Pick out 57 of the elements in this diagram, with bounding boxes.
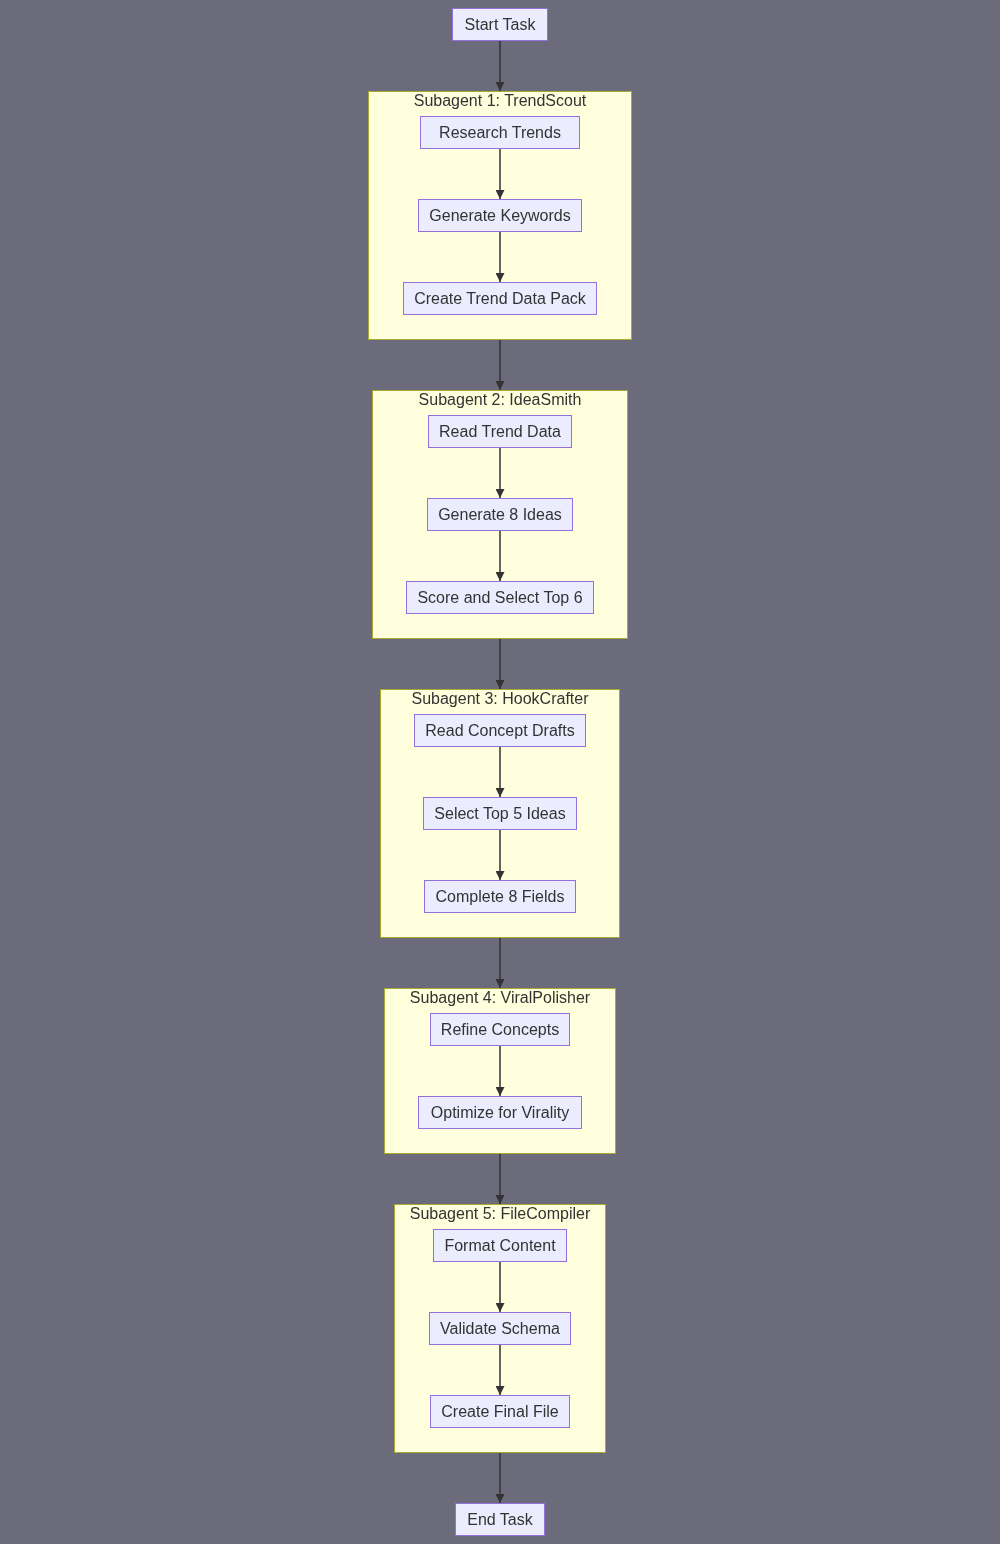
- subgraph-title: Subagent 1: TrendScout: [412, 92, 588, 110]
- arrow: [495, 1045, 505, 1097]
- node-label: Generate 8 Ideas: [438, 505, 562, 524]
- process-box: [430, 1013, 570, 1046]
- arrow: [495, 231, 505, 283]
- subgraph-box: [394, 1204, 606, 1453]
- process-box: [406, 581, 594, 614]
- subgraph-box: [380, 689, 620, 938]
- node-label: Create Trend Data Pack: [414, 289, 586, 308]
- arrow: [495, 530, 505, 582]
- node-label: Read Trend Data: [439, 422, 561, 441]
- arrow: [495, 1261, 505, 1313]
- arrow: [495, 1452, 505, 1504]
- process-box: [414, 714, 586, 747]
- process-box: [420, 116, 580, 149]
- node-label: Optimize for Virality: [430, 1103, 570, 1122]
- process-box: [418, 1096, 582, 1129]
- process-box: [430, 1395, 570, 1428]
- arrow: [495, 1153, 505, 1205]
- arrow: [495, 339, 505, 391]
- subgraph-title: Subagent 4: ViralPolisher: [408, 989, 592, 1007]
- node-label: Validate Schema: [440, 1319, 560, 1338]
- subgraph-box: [372, 390, 628, 639]
- node-label: Research Trends: [439, 123, 561, 142]
- arrow: [495, 1344, 505, 1396]
- node-label: Score and Select Top 6: [417, 588, 583, 607]
- arrow: [495, 638, 505, 690]
- node-label: Generate Keywords: [429, 206, 571, 225]
- subgraph-box: [368, 91, 632, 340]
- process-box: [424, 880, 576, 913]
- arrow: [495, 746, 505, 798]
- process-box: [427, 498, 573, 531]
- process-box: [429, 1312, 571, 1345]
- subgraph-box: [384, 988, 616, 1154]
- subgraph-title: Subagent 2: IdeaSmith: [417, 391, 583, 409]
- process-box: [418, 199, 582, 232]
- arrow: [495, 447, 505, 499]
- process-box: [428, 415, 572, 448]
- arrow: [495, 937, 505, 989]
- arrow: [495, 40, 505, 92]
- arrow: [495, 148, 505, 200]
- node-label: Start Task: [464, 15, 536, 34]
- node-label: Format Content: [444, 1236, 556, 1255]
- node-label: Complete 8 Fields: [435, 887, 565, 906]
- arrow: [495, 829, 505, 881]
- node-label: Create Final File: [441, 1402, 559, 1421]
- node-label: Select Top 5 Ideas: [434, 804, 566, 823]
- process-box: [423, 797, 577, 830]
- subgraph-title: Subagent 3: HookCrafter: [410, 690, 590, 708]
- process-box: [455, 1503, 545, 1536]
- node-label: End Task: [467, 1510, 533, 1529]
- node-label: Read Concept Drafts: [425, 721, 575, 740]
- node-label: Refine Concepts: [440, 1020, 560, 1039]
- process-box: [403, 282, 597, 315]
- subgraph-title: Subagent 5: FileCompiler: [408, 1205, 592, 1223]
- process-box: [433, 1229, 567, 1262]
- process-box: [452, 8, 548, 41]
